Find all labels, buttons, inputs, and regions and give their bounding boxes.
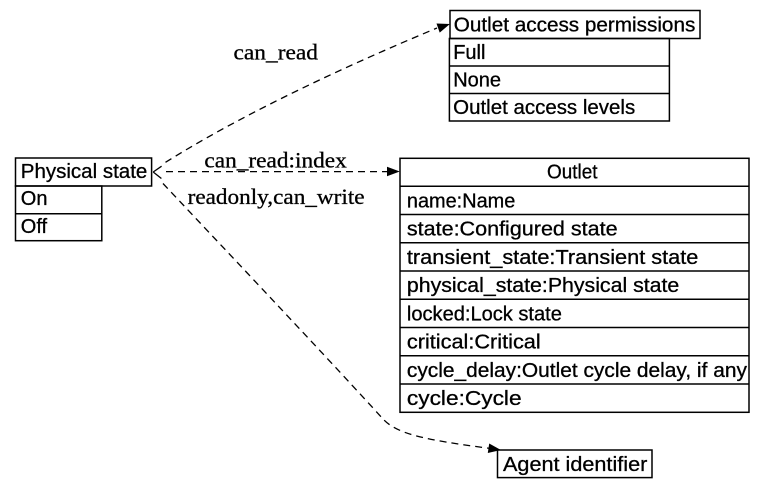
svg-text:readonly,can_write: readonly,can_write <box>188 184 365 209</box>
svg-text:can_read: can_read <box>234 39 319 64</box>
svg-text:None: None <box>453 70 501 92</box>
svg-text:critical:Critical: critical:Critical <box>407 332 541 354</box>
svg-text:On: On <box>21 188 48 210</box>
svg-text:Full: Full <box>453 42 485 64</box>
svg-text:transient_state:Transient stat: transient_state:Transient state <box>407 247 699 269</box>
svg-text:state:Configured state: state:Configured state <box>407 219 618 241</box>
svg-text:Physical state: Physical state <box>21 161 148 183</box>
svg-text:Outlet access levels: Outlet access levels <box>453 97 635 119</box>
svg-text:Off: Off <box>21 216 48 238</box>
svg-text:Agent identifier: Agent identifier <box>503 454 648 476</box>
svg-text:Outlet access permissions: Outlet access permissions <box>454 14 696 36</box>
svg-text:cycle_delay:Outlet cycle delay: cycle_delay:Outlet cycle delay, if any <box>407 360 747 382</box>
svg-text:cycle:Cycle: cycle:Cycle <box>407 388 522 410</box>
svg-text:physical_state:Physical state: physical_state:Physical state <box>407 275 679 297</box>
svg-text:can_read:index: can_read:index <box>204 147 346 172</box>
svg-text:Outlet: Outlet <box>547 162 598 184</box>
svg-text:locked:Lock state: locked:Lock state <box>407 303 562 325</box>
svg-text:name:Name: name:Name <box>407 190 515 212</box>
